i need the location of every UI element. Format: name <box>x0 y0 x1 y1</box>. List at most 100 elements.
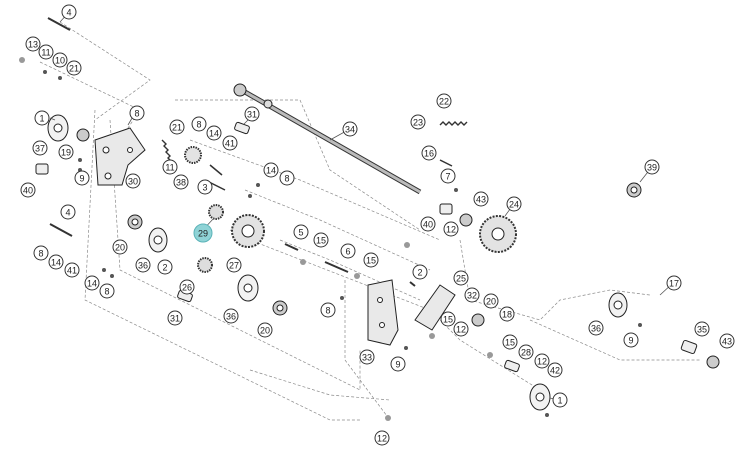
callout-number: 4 <box>66 8 71 18</box>
callout-circle <box>20 182 36 198</box>
callout-circle <box>197 179 213 195</box>
callout-number: 33 <box>362 353 372 363</box>
callout-circle <box>52 52 68 68</box>
callout-number: 36 <box>138 261 148 271</box>
callout-number: 15 <box>316 236 326 246</box>
callout-circle <box>421 145 437 161</box>
bearings-and-rings <box>47 114 720 411</box>
callout-circle <box>666 275 682 291</box>
callout-number: 34 <box>345 125 355 135</box>
callout-number: 35 <box>697 325 707 335</box>
callout-number: 1 <box>39 114 44 124</box>
callout-32: 32 <box>464 287 480 303</box>
callout-circle <box>363 252 379 268</box>
callout-number: 36 <box>591 324 601 334</box>
callout-number: 37 <box>35 144 45 154</box>
callout-number: 14 <box>209 129 219 139</box>
callout-number: 15 <box>366 256 376 266</box>
gear-parts <box>184 146 517 273</box>
callout-circle <box>25 36 41 52</box>
callout-circle <box>588 320 604 336</box>
callout-12: 12 <box>453 321 469 337</box>
callout-number: 38 <box>176 178 186 188</box>
callout-30: 30 <box>125 173 141 189</box>
callout-circle <box>464 287 480 303</box>
callout-number: 20 <box>115 243 125 253</box>
callout-41: 41 <box>222 135 238 151</box>
callout-number: 21 <box>69 64 79 74</box>
callout-number: 9 <box>628 336 633 346</box>
callout-circle <box>412 264 428 280</box>
callout-circle <box>443 221 459 237</box>
callout-circle <box>502 334 518 350</box>
callout-number: 12 <box>446 225 456 235</box>
callout-circle <box>38 44 54 60</box>
callout-number: 30 <box>128 177 138 187</box>
callout-circle <box>61 4 77 20</box>
callout-2: 2 <box>412 264 428 280</box>
callout-18: 18 <box>499 306 515 322</box>
callout-13: 13 <box>25 36 41 52</box>
callout-number: 11 <box>41 48 50 58</box>
callout-circle <box>719 333 735 349</box>
callout-number: 21 <box>172 123 182 133</box>
callout-4: 4 <box>60 204 76 220</box>
callout-17: 17 <box>666 275 682 291</box>
callout-circle <box>279 170 295 186</box>
callout-circle <box>518 344 534 360</box>
callout-8: 8 <box>99 283 115 299</box>
callout-34: 34 <box>342 121 358 137</box>
callout-number: 12 <box>456 325 466 335</box>
callout-number: 42 <box>550 366 560 376</box>
callout-number: 8 <box>38 249 43 259</box>
main-shaft <box>233 83 422 195</box>
callout-circle <box>547 362 563 378</box>
callout-number: 26 <box>182 283 192 293</box>
callout-number: 9 <box>79 174 84 184</box>
callout-38: 38 <box>173 174 189 190</box>
callout-number: 14 <box>87 279 97 289</box>
left-mounting-plate <box>94 127 146 186</box>
callout-circle <box>359 349 375 365</box>
callout-circle <box>33 245 49 261</box>
callout-15: 15 <box>363 252 379 268</box>
callout-circle <box>374 430 390 446</box>
callout-number: 10 <box>55 56 65 66</box>
callout-circle <box>390 356 406 372</box>
callout-number: 17 <box>669 279 679 289</box>
callout-circle <box>340 243 356 259</box>
callout-25: 25 <box>453 270 469 286</box>
callout-43: 43 <box>719 333 735 349</box>
callout-21: 21 <box>66 60 82 76</box>
callout-1: 1 <box>552 392 568 408</box>
callout-36: 36 <box>223 308 239 324</box>
callout-circle <box>436 93 452 109</box>
callout-number: 14 <box>51 258 61 268</box>
callout-9: 9 <box>623 332 639 348</box>
right-mounting-plate <box>367 279 399 346</box>
callout-circle <box>694 321 710 337</box>
callout-number: 8 <box>134 109 139 119</box>
callout-circle <box>223 308 239 324</box>
callout-circle <box>48 254 64 270</box>
callout-circle <box>534 353 550 369</box>
springs <box>161 121 468 163</box>
callout-number: 41 <box>67 266 77 276</box>
callout-circle <box>58 144 74 160</box>
callout-number: 18 <box>502 310 512 320</box>
callout-circle <box>173 174 189 190</box>
callout-35: 35 <box>694 321 710 337</box>
callout-circle <box>157 259 173 275</box>
callout-number: 2 <box>417 268 422 278</box>
callout-number: 22 <box>439 97 449 107</box>
callout-12: 12 <box>374 430 390 446</box>
callout-29: 29 <box>193 223 213 243</box>
callout-3: 3 <box>197 179 213 195</box>
callout-20: 20 <box>257 322 273 338</box>
callout-number: 43 <box>722 337 732 347</box>
callout-12: 12 <box>534 353 550 369</box>
callout-circle <box>440 311 456 327</box>
callout-8: 8 <box>129 105 145 121</box>
